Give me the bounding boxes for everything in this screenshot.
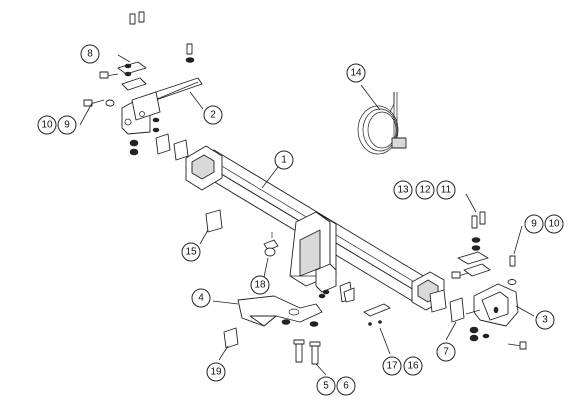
svg-text:12: 12 xyxy=(419,185,431,196)
lower-hitch-plate xyxy=(237,289,330,365)
callout-9-right: 9 xyxy=(524,214,544,234)
callout-8: 8 xyxy=(80,44,100,64)
svg-text:2: 2 xyxy=(210,110,216,121)
svg-text:14: 14 xyxy=(350,68,362,79)
svg-text:6: 6 xyxy=(343,381,349,392)
callout-19: 19 xyxy=(206,362,226,382)
callout-11: 11 xyxy=(436,180,456,200)
callout-5: 5 xyxy=(316,376,336,396)
svg-text:1: 1 xyxy=(281,155,287,166)
svg-text:11: 11 xyxy=(441,185,452,196)
callout-18: 18 xyxy=(250,275,270,295)
svg-text:5: 5 xyxy=(323,381,329,392)
svg-text:3: 3 xyxy=(542,315,548,326)
callout-13: 13 xyxy=(393,180,413,200)
callout-6: 6 xyxy=(336,376,356,396)
svg-text:17: 17 xyxy=(386,361,398,372)
svg-text:9: 9 xyxy=(531,219,537,230)
svg-text:19: 19 xyxy=(210,367,222,378)
leader-lines xyxy=(79,54,535,376)
wiring-harness xyxy=(357,92,407,155)
callout-1: 1 xyxy=(274,150,294,170)
svg-text:16: 16 xyxy=(407,361,419,372)
callout-9-left: 9 xyxy=(57,115,77,135)
svg-text:15: 15 xyxy=(185,247,197,258)
callout-10-right: 10 xyxy=(544,214,564,234)
svg-text:9: 9 xyxy=(64,120,70,131)
svg-text:10: 10 xyxy=(548,219,560,230)
callout-7: 7 xyxy=(436,342,456,362)
callout-14: 14 xyxy=(346,63,366,83)
svg-text:7: 7 xyxy=(443,347,449,358)
callout-15: 15 xyxy=(181,242,201,262)
small-parts xyxy=(205,209,391,349)
svg-text:4: 4 xyxy=(198,293,204,304)
callout-17: 17 xyxy=(382,356,402,376)
callout-2: 2 xyxy=(203,105,223,125)
callout-12: 12 xyxy=(415,180,435,200)
svg-text:10: 10 xyxy=(41,120,53,131)
callout-10-left: 10 xyxy=(37,115,57,135)
svg-text:13: 13 xyxy=(397,185,409,196)
right-bracket-assembly xyxy=(429,211,527,350)
cross-beam xyxy=(185,145,445,311)
left-bracket-assembly xyxy=(83,11,203,161)
callout-16: 16 xyxy=(403,356,423,376)
svg-text:18: 18 xyxy=(254,280,266,291)
callout-4: 4 xyxy=(191,288,211,308)
callout-3: 3 xyxy=(535,310,555,330)
svg-text:8: 8 xyxy=(87,49,93,60)
